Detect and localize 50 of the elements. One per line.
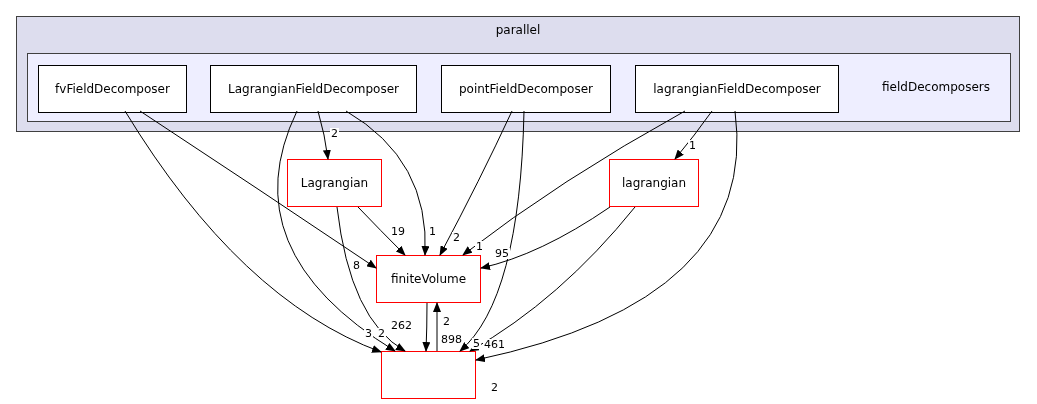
arrow <box>674 110 713 160</box>
folder-box <box>441 65 611 113</box>
arrow <box>357 206 406 256</box>
arrow <box>439 110 513 256</box>
arrow <box>317 110 331 160</box>
node-label: Lagrangian <box>300 175 369 192</box>
arrow <box>345 110 430 256</box>
arrow <box>336 206 406 352</box>
edge-label: 2 <box>490 382 499 393</box>
node-label: pointFieldDecomposer <box>458 81 594 98</box>
folder-box <box>609 159 699 207</box>
edge-label: 5 <box>472 338 481 349</box>
edge-label: 19 <box>390 226 406 237</box>
node-label: lagrangian <box>621 175 687 192</box>
folder-box <box>376 255 481 303</box>
edge-label: 461 <box>483 339 506 350</box>
empty-box <box>381 351 476 399</box>
arrow <box>480 206 611 270</box>
node-label: fvFieldDecomposer <box>55 81 170 98</box>
edge-label: 3 <box>364 328 373 339</box>
edge-label: 2 <box>377 328 386 339</box>
arrow <box>124 110 382 353</box>
arrow <box>469 206 636 352</box>
node-label: finiteVolume <box>390 271 467 288</box>
folder-box <box>210 65 417 113</box>
node-label: LagrangianFieldDecomposer <box>228 81 399 98</box>
folder-box <box>635 65 839 113</box>
edge-label: 1 <box>475 241 484 252</box>
folder-box <box>287 159 382 207</box>
arrow <box>433 302 441 352</box>
edge-label: 262 <box>390 320 413 331</box>
arrow <box>462 110 686 256</box>
group-title: parallel <box>494 22 542 39</box>
edge-label: 898 <box>440 334 463 345</box>
arrow <box>459 110 525 352</box>
arrow <box>422 302 431 352</box>
arrow <box>475 110 738 362</box>
edge-label: 8 <box>352 260 361 271</box>
edge-label: 2 <box>452 232 461 243</box>
edge-label: 1 <box>428 226 437 237</box>
group-title: fieldDecomposers <box>882 79 990 96</box>
node-label: lagrangianFieldDecomposer <box>653 81 821 98</box>
arrow <box>139 110 377 269</box>
arrow <box>277 110 396 352</box>
edge-label: 2 <box>330 128 339 139</box>
folder-box <box>38 65 187 113</box>
edge-label: 1 <box>688 140 697 151</box>
group-frame <box>27 53 1011 122</box>
edge-label: 95 <box>494 248 510 259</box>
edge-label: 2 <box>442 316 451 327</box>
